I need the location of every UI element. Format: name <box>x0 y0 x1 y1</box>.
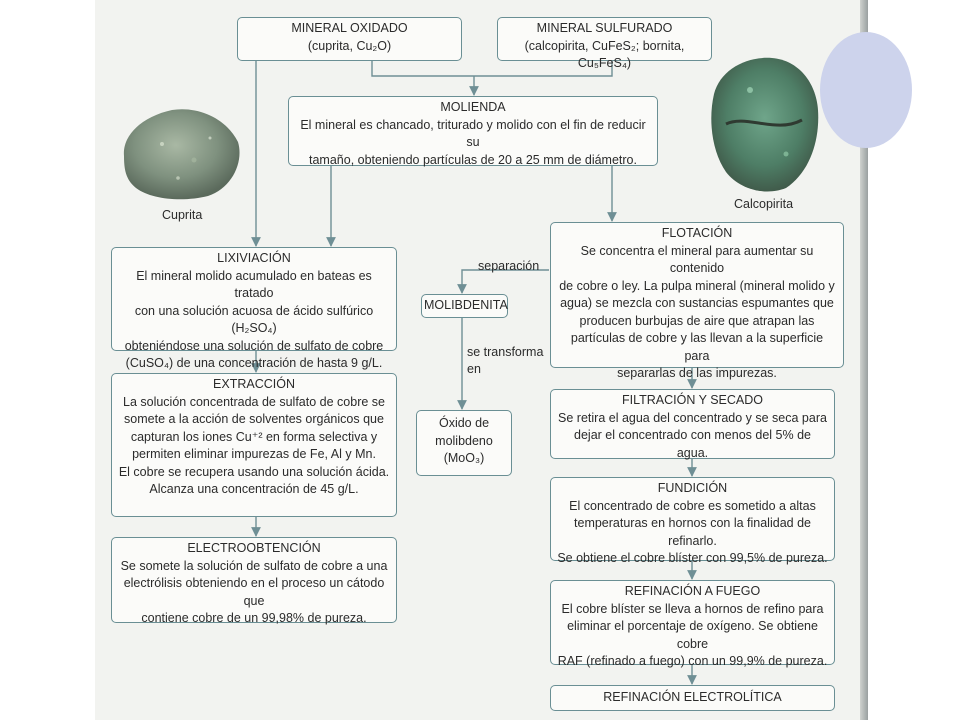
refinacion-electrolitica-box: REFINACIÓN ELECTROLÍTICA <box>550 685 835 711</box>
refinacion-electrolitica-title: REFINACIÓN ELECTROLÍTICA <box>557 689 828 707</box>
fundicion-title: FUNDICIÓN <box>557 480 828 498</box>
fundicion-box: FUNDICIÓN El concentrado de cobre es som… <box>550 477 835 561</box>
electroobtencion-title: ELECTROOBTENCIÓN <box>118 540 390 558</box>
flotacion-box: FLOTACIÓN Se concentra el mineral para a… <box>550 222 844 368</box>
calcopirita-caption: Calcopirita <box>734 196 793 213</box>
refinacion-fuego-title: REFINACIÓN A FUEGO <box>557 583 828 601</box>
flotacion-body: Se concentra el mineral para aumentar su… <box>557 243 837 383</box>
electroobtencion-body: Se somete la solución de sulfato de cobr… <box>118 558 390 628</box>
electroobtencion-box: ELECTROOBTENCIÓN Se somete la solución d… <box>111 537 397 623</box>
separacion-label: separación <box>478 258 539 275</box>
molienda-body: El mineral es chancado, triturado y moli… <box>295 117 651 170</box>
mineral-sulfurado-title: MINERAL SULFURADO <box>504 20 705 38</box>
mineral-sulfurado-box: MINERAL SULFURADO (calcopirita, CuFeS₂; … <box>497 17 712 61</box>
se-transforma-label: se transforma en <box>467 344 543 378</box>
mineral-oxidado-body: (cuprita, Cu₂O) <box>244 38 455 56</box>
fundicion-body: El concentrado de cobre es sometido a al… <box>557 498 828 568</box>
extraccion-box: EXTRACCIÓN La solución concentrada de su… <box>111 373 397 517</box>
filtracion-body: Se retira el agua del concentrado y se s… <box>557 410 828 463</box>
molibdenita-title: MOLIBDENITA <box>424 297 505 315</box>
filtracion-box: FILTRACIÓN Y SECADO Se retira el agua de… <box>550 389 835 459</box>
lixiviacion-body: El mineral molido acumulado en bateas es… <box>118 268 390 373</box>
molienda-box: MOLIENDA El mineral es chancado, tritura… <box>288 96 658 166</box>
calcopirita-rock-image <box>706 54 822 196</box>
molibdenita-box: MOLIBDENITA <box>421 294 508 318</box>
cuprita-caption: Cuprita <box>162 207 202 224</box>
lixiviacion-box: LIXIVIACIÓN El mineral molido acumulado … <box>111 247 397 351</box>
oxido-molibdeno-box: Óxido de molibdeno (MoO₃) <box>416 410 512 476</box>
mineral-sulfurado-body: (calcopirita, CuFeS₂; bornita, Cu₅FeS₄) <box>504 38 705 73</box>
filtracion-title: FILTRACIÓN Y SECADO <box>557 392 828 410</box>
lixiviacion-title: LIXIVIACIÓN <box>118 250 390 268</box>
molienda-title: MOLIENDA <box>295 99 651 117</box>
extraccion-title: EXTRACCIÓN <box>118 376 390 394</box>
extraccion-body: La solución concentrada de sulfato de co… <box>118 394 390 499</box>
cuprita-rock-image <box>114 104 244 204</box>
mineral-oxidado-title: MINERAL OXIDADO <box>244 20 455 38</box>
flotacion-title: FLOTACIÓN <box>557 225 837 243</box>
refinacion-fuego-box: REFINACIÓN A FUEGO El cobre blíster se l… <box>550 580 835 665</box>
refinacion-fuego-body: El cobre blíster se lleva a hornos de re… <box>557 601 828 671</box>
mineral-oxidado-box: MINERAL OXIDADO (cuprita, Cu₂O) <box>237 17 462 61</box>
oxido-molibdeno-body: Óxido de molibdeno (MoO₃) <box>419 415 509 468</box>
